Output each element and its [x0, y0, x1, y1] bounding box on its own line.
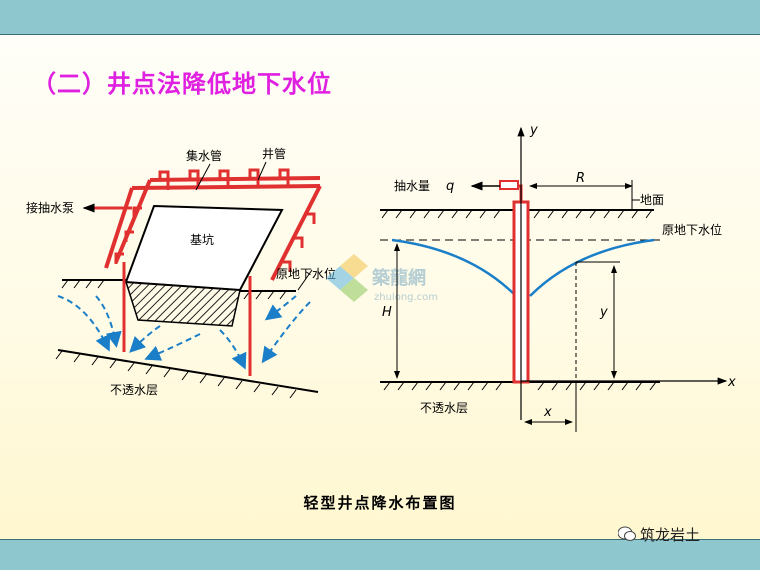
label-ground: 地面 [640, 193, 664, 207]
label-H: H [382, 305, 392, 320]
wechat-icon [618, 526, 636, 541]
label-pit: 基坑 [190, 232, 214, 247]
top-bar [0, 0, 760, 35]
seepage-arrows [57, 295, 311, 370]
label-R: R [576, 171, 585, 186]
label-groundwater-right: 原地下水位 [662, 222, 722, 237]
excavation-pit [124, 204, 284, 327]
brand-name: 筑龙岩土 [640, 526, 701, 544]
bottom-bar [0, 539, 760, 570]
label-header-pipe: 集水管 [186, 148, 222, 163]
ground-surface [61, 279, 296, 300]
impermeable-layer [55, 349, 319, 399]
figure-caption: 轻型井点降水布置图 [303, 494, 457, 512]
label-impermeable-right: 不透水层 [420, 401, 468, 415]
label-x-dim: x [543, 405, 552, 420]
slide-body [0, 35, 760, 540]
label-q: q [446, 179, 454, 194]
drawdown-diagram [380, 126, 728, 432]
slide-title: （二）井点法降低地下水位 [32, 70, 332, 98]
label-y-dim: y [599, 305, 608, 320]
label-pump-rate: 抽水量 [394, 179, 430, 193]
well-pipes [114, 168, 316, 376]
watermark: 築龍網 zhulong.com [326, 254, 438, 303]
label-groundwater-left: 原地下水位 [276, 266, 336, 281]
label-pump: 接抽水泵 [26, 200, 74, 215]
watermark-url: zhulong.com [374, 292, 438, 303]
label-impermeable-left: 不透水层 [110, 383, 158, 397]
watermark-name: 築龍網 [371, 267, 426, 289]
label-leaders [195, 161, 313, 291]
label-well-pipe: 井管 [262, 146, 286, 161]
axis-y-label: y [529, 123, 538, 138]
axis-x-label: x [727, 375, 736, 390]
